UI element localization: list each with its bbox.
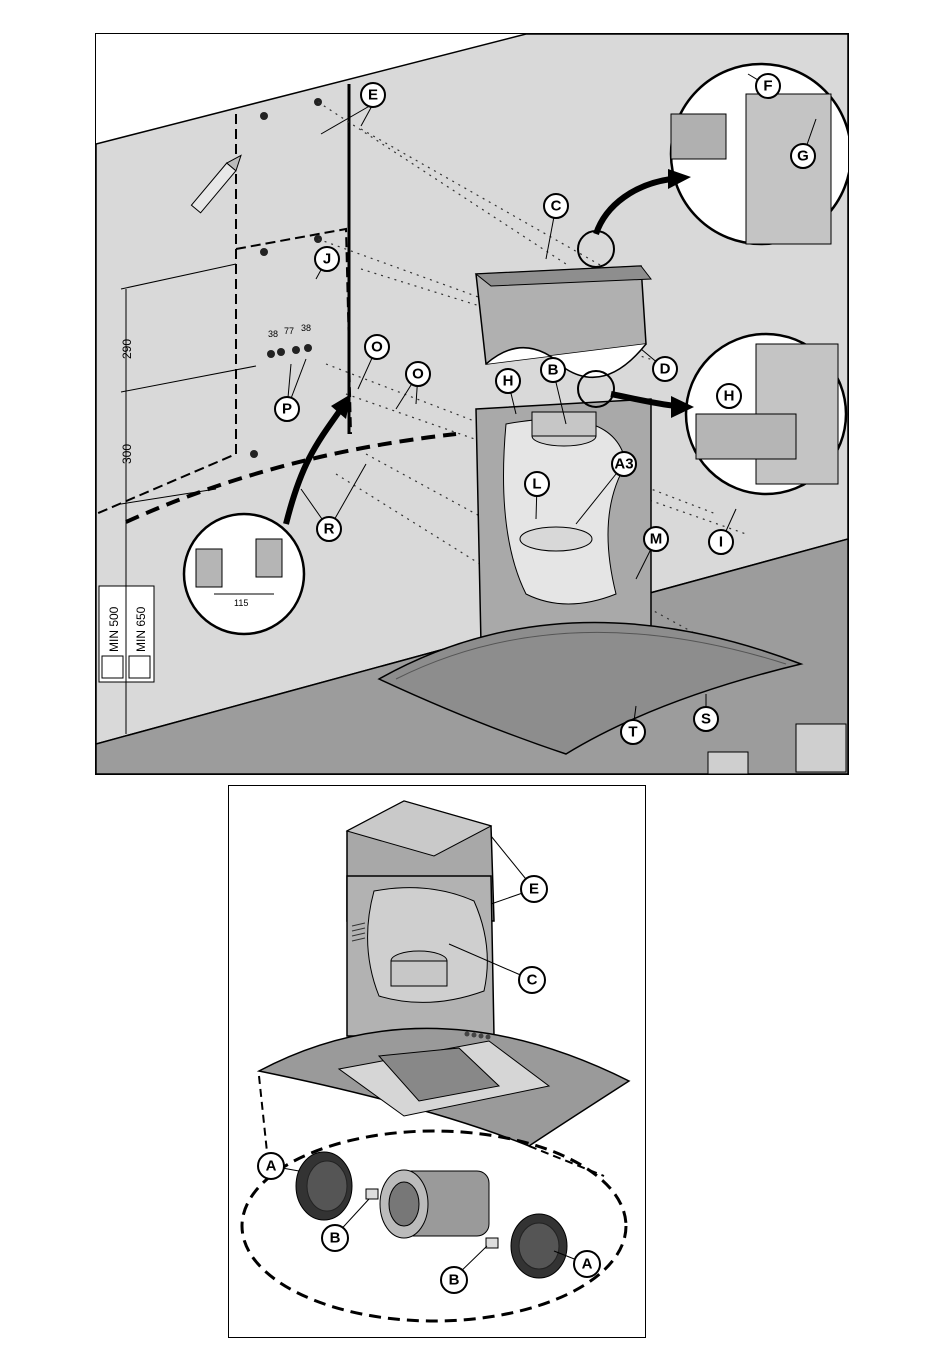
callout-O: O [365, 335, 389, 359]
installation-diagram: 290 300 38 77 38 MIN 500 MIN 650 115 [96, 34, 848, 774]
callout-A: A [574, 1251, 600, 1277]
callout-O: O [406, 362, 430, 386]
callout-B: B [441, 1267, 467, 1293]
svg-text:G: G [797, 148, 809, 165]
dimension-115: 115 [234, 598, 248, 608]
carbon-filter-left [296, 1152, 352, 1220]
bracket-detail-circle [184, 514, 304, 634]
callout-C: C [519, 967, 545, 993]
svg-text:B: B [330, 1230, 341, 1247]
callout-E: E [361, 83, 385, 107]
svg-text:L: L [532, 476, 541, 493]
filter-diagram-panel: E C A B B A [228, 785, 646, 1338]
lower-chimney [476, 399, 651, 644]
min-650-label: MIN 650 [134, 606, 148, 652]
svg-text:D: D [660, 361, 671, 378]
cabinet-door [796, 724, 846, 772]
callout-S: S [694, 707, 718, 731]
svg-text:T: T [628, 724, 637, 741]
adapter-right [486, 1238, 498, 1248]
svg-text:C: C [551, 198, 562, 215]
svg-text:I: I [719, 534, 723, 551]
callout-T: T [621, 720, 645, 744]
callout-H: H [717, 384, 741, 408]
svg-text:P: P [282, 401, 292, 418]
callout-A: A [258, 1153, 284, 1179]
callout-B: B [322, 1225, 348, 1251]
svg-text:C: C [527, 972, 538, 989]
svg-text:M: M [650, 531, 663, 548]
svg-text:O: O [371, 339, 383, 356]
hood-body [259, 1028, 629, 1146]
projection-line [529, 1146, 604, 1176]
callout-F: F [756, 74, 780, 98]
callout-G: G [791, 144, 815, 168]
adapter-left [366, 1189, 378, 1199]
svg-text:S: S [701, 711, 711, 728]
callout-B: B [541, 358, 565, 382]
callout-C: C [544, 194, 568, 218]
svg-text:R: R [324, 521, 335, 538]
svg-text:E: E [529, 881, 539, 898]
callout-I: I [709, 530, 733, 554]
svg-text:H: H [724, 388, 735, 405]
min-500-label: MIN 500 [107, 606, 121, 652]
callout-J: J [315, 247, 339, 271]
callout-P: P [275, 397, 299, 421]
callout-H: H [496, 369, 520, 393]
svg-text:A: A [582, 1256, 593, 1273]
callout-D: D [653, 357, 677, 381]
dimension-38: 38 [301, 323, 311, 333]
cabinet-door [708, 752, 748, 774]
upper-chimney [476, 266, 651, 377]
callout-L: L [525, 472, 549, 496]
lower-chimney [347, 876, 494, 1036]
svg-text:A3: A3 [614, 456, 633, 473]
svg-text:B: B [449, 1272, 460, 1289]
callout-M: M [644, 527, 668, 551]
callout-E: E [521, 876, 547, 902]
callout-R: R [317, 517, 341, 541]
dimension-300: 300 [120, 444, 134, 464]
detail-circle-middle [686, 334, 846, 494]
dimension-38: 38 [268, 329, 278, 339]
fan-motor [380, 1170, 489, 1238]
callout-A3: A3 [612, 452, 636, 476]
carbon-filter-right [511, 1214, 567, 1278]
svg-text:F: F [763, 78, 772, 95]
svg-text:J: J [323, 251, 331, 268]
dimension-290: 290 [120, 339, 134, 359]
svg-text:B: B [548, 362, 559, 379]
dimension-77: 77 [284, 326, 294, 336]
svg-text:H: H [503, 373, 514, 390]
svg-text:E: E [368, 87, 378, 104]
filter-diagram: E C A B B A [229, 786, 645, 1337]
svg-text:O: O [412, 366, 424, 383]
installation-diagram-panel: 290 300 38 77 38 MIN 500 MIN 650 115 [95, 33, 849, 775]
svg-text:A: A [266, 1158, 277, 1175]
